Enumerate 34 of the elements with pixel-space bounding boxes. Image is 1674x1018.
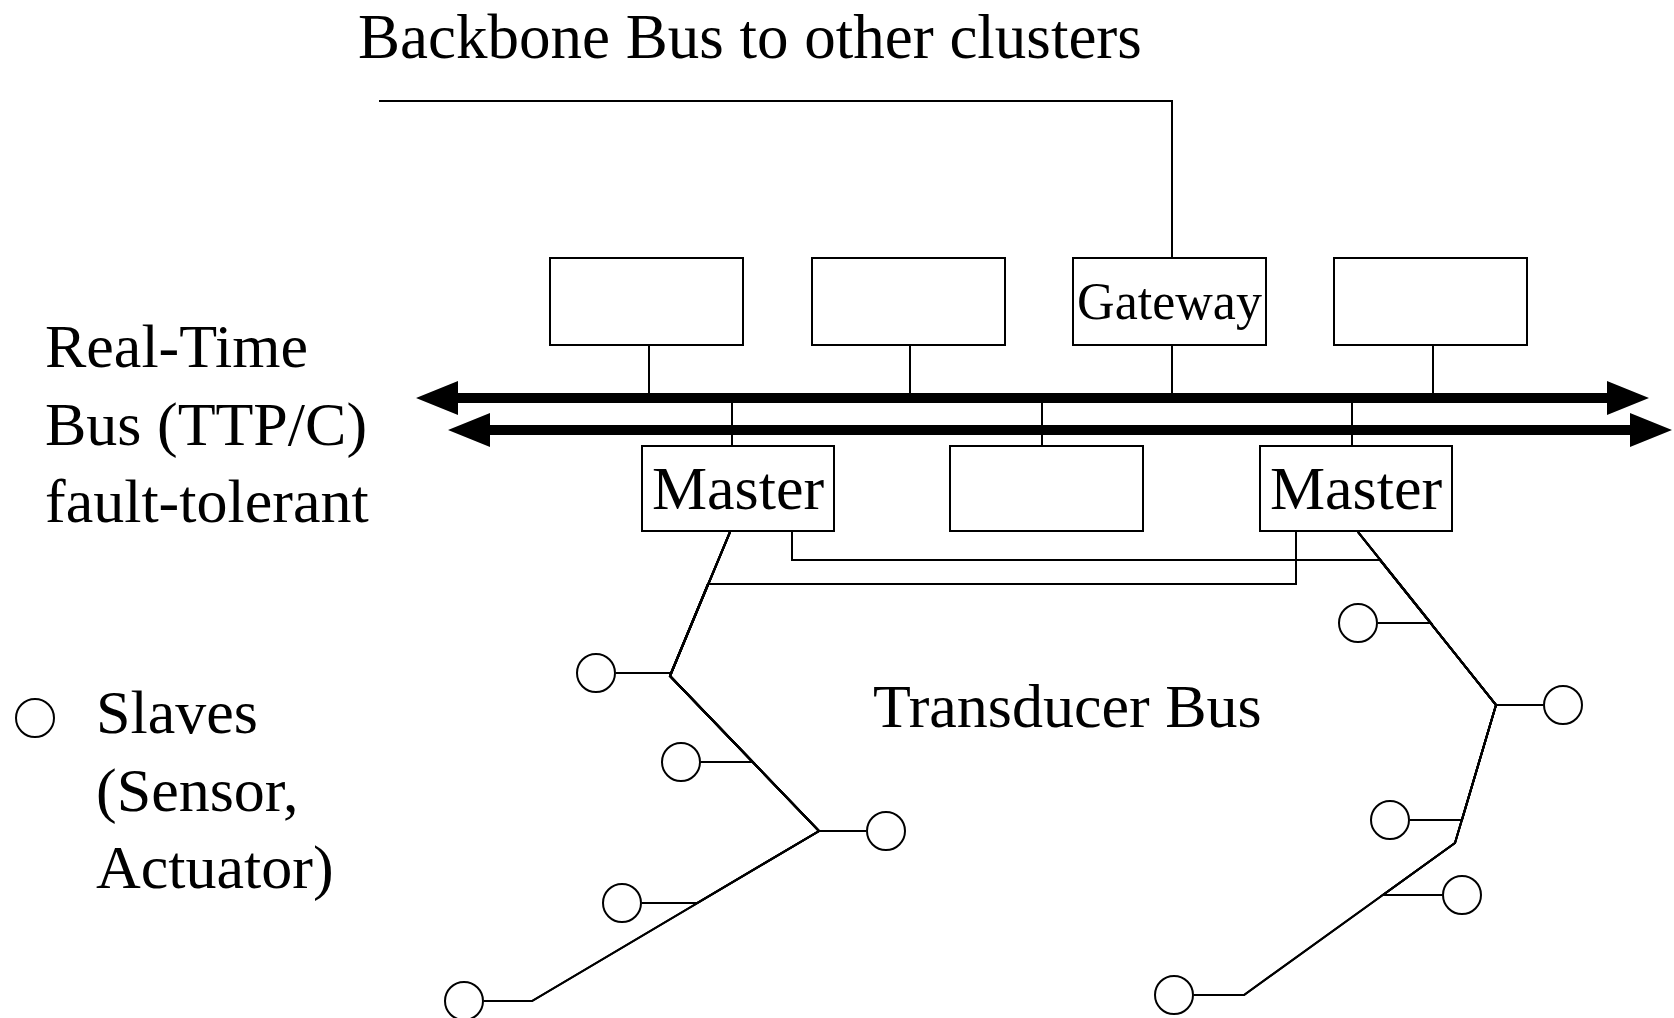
node-box	[1259, 445, 1453, 532]
empty-node-box	[1333, 257, 1528, 346]
slave-circle	[1338, 603, 1378, 643]
backbone-label: Backbone Bus to other clusters	[358, 1, 1143, 74]
connector-line	[648, 345, 650, 394]
empty-node-box	[811, 257, 1006, 346]
empty-node-box	[949, 445, 1144, 532]
connector-line	[731, 402, 733, 446]
connector-line	[909, 345, 911, 394]
slave-circle	[1543, 685, 1583, 725]
real-time-bus-bar	[448, 413, 1672, 447]
slave-circle	[576, 653, 616, 693]
slave-circle	[661, 742, 701, 782]
connector-line	[1041, 402, 1043, 446]
slave-circle	[1442, 875, 1482, 915]
node-label: Master	[651, 453, 825, 524]
real-time-bus-bar	[416, 381, 1649, 415]
slave-circle	[444, 981, 484, 1018]
slave-circle	[602, 883, 642, 923]
connector-line	[1171, 345, 1173, 394]
slave-circle	[866, 811, 906, 851]
node-box	[641, 445, 835, 532]
legend-text: Slaves (Sensor, Actuator)	[96, 677, 335, 903]
node-box	[1072, 257, 1267, 346]
connector-line	[1351, 402, 1353, 446]
node-label: Master	[1269, 453, 1443, 524]
bus-label: Real-Time Bus (TTP/C) fault-tolerant	[45, 311, 370, 537]
bus-label: Transducer Bus	[873, 671, 1263, 742]
node-label: Gateway	[1077, 272, 1262, 331]
backbone-bus-line	[378, 100, 1173, 258]
slave-circle	[1154, 975, 1194, 1015]
empty-node-box	[549, 257, 744, 346]
slave-circle	[1370, 800, 1410, 840]
connector-line	[1432, 345, 1434, 394]
